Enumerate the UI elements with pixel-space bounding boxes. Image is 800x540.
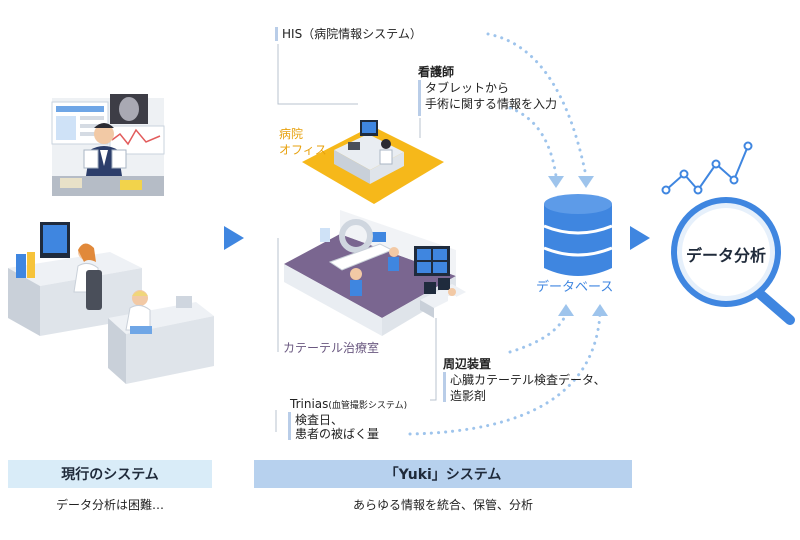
- cath-room-label: カテーテル治療室: [283, 341, 380, 355]
- trend-line-icon: [661, 141, 753, 195]
- analysis-label: データ分析: [685, 246, 766, 265]
- arrow-right-1: [224, 226, 244, 250]
- doctor-illustration: [51, 94, 165, 196]
- current-system-bar: 現行のシステム: [8, 460, 212, 488]
- database-icon: [543, 194, 613, 276]
- data-flow-dots: [408, 32, 602, 436]
- peripheral-title: 周辺装置: [443, 357, 492, 371]
- magnifier-icon: [671, 197, 795, 325]
- yuki-system-bar: 「Yuki」システム: [254, 460, 632, 488]
- nurse-title: 看護師: [418, 65, 455, 79]
- hospital-office-illustration: [302, 120, 444, 204]
- office-workers-illustration: [8, 222, 214, 384]
- peripheral-bracket-line: [430, 318, 437, 401]
- yuki-system-caption: あらゆる情報を統合、保管、分析: [352, 498, 533, 512]
- current-system-caption: データ分析は困難…: [55, 498, 164, 512]
- trinias-title: Trinias(血管撮影システム): [290, 396, 407, 414]
- office-label-line2: オフィス: [279, 143, 327, 157]
- database-label: データベース: [536, 280, 614, 295]
- peripheral-line2: 造影剤: [450, 389, 487, 403]
- his-bracket-line: [277, 44, 358, 105]
- trinias-name: Trinias: [290, 397, 329, 411]
- arrow-right-2: [630, 226, 650, 250]
- trinias-line1: 検査日、: [295, 413, 344, 427]
- nurse-line1: タブレットから: [425, 81, 510, 95]
- trinias-line2: 患者の被ばく量: [295, 427, 380, 441]
- trinias-subtitle: (血管撮影システム): [328, 401, 408, 411]
- cath-room-illustration: [284, 210, 466, 336]
- office-label-line1: 病院: [279, 127, 304, 141]
- peripheral-line1: 心臓カテーテル検査データ、: [450, 373, 606, 387]
- nurse-line2: 手術に関する情報を入力: [425, 97, 558, 111]
- his-label: HIS（病院情報システム）: [282, 27, 422, 41]
